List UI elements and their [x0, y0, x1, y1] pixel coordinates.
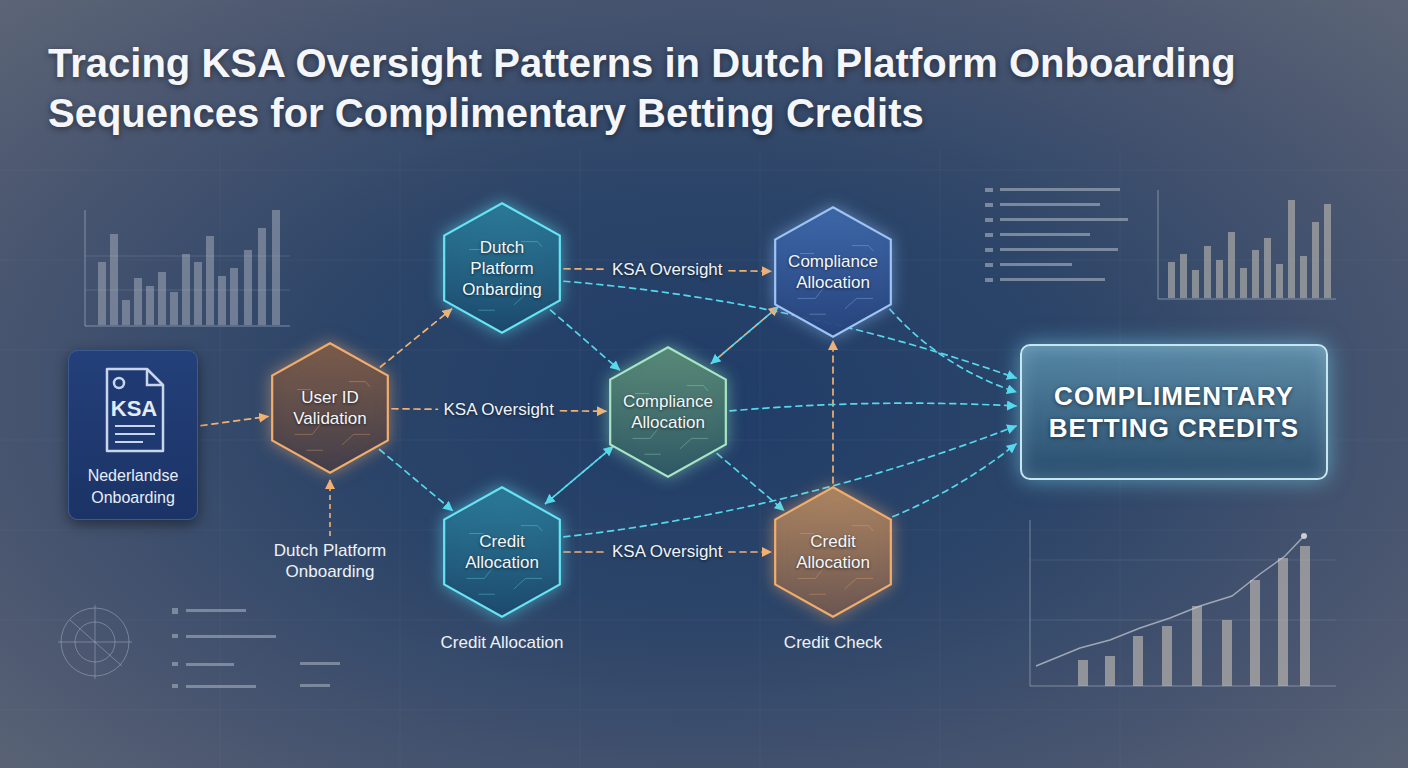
hexagon-step: Credit AllocationCredit Check [774, 486, 892, 618]
connector-line [546, 447, 613, 504]
connector-line [711, 307, 778, 364]
connector-line [890, 309, 1016, 392]
connector-line [392, 408, 438, 410]
flow-connector [711, 307, 778, 364]
flow-connector [730, 403, 1016, 411]
hexagon-step: User ID Validation [271, 342, 389, 474]
flow-connector [546, 447, 613, 504]
step-name: Credit Allocation [784, 486, 882, 618]
connector-label: KSA Oversight [444, 400, 555, 420]
flow-connector [890, 309, 1016, 392]
hexagon-outline [271, 342, 389, 474]
hexagon-step: Dutch Platform Onbarding [443, 202, 561, 334]
hexagon-outline [774, 486, 892, 618]
document-line [115, 425, 155, 427]
hexagon-step: Compliance Allocation [609, 346, 727, 478]
connector-line [564, 551, 606, 553]
flow-connector [717, 454, 784, 511]
flow-connector [546, 447, 613, 504]
flow-connector [380, 449, 453, 510]
result-name: COMPLIMENTARY BETTING CREDITS [1022, 380, 1326, 444]
hexagon-shape [272, 343, 388, 472]
connector-line [730, 403, 1016, 411]
hexagon-step: Credit AllocationCredit Allocation [443, 486, 561, 618]
step-name: Dutch Platform Onbarding [453, 202, 551, 334]
connector-line [380, 309, 451, 367]
hexagon-shape [610, 347, 726, 476]
connector-line [546, 447, 613, 504]
step-caption: Credit Allocation [413, 632, 591, 653]
connector-line [201, 416, 268, 425]
diagram-title: Tracing KSA Oversight Patterns in Dutch … [48, 38, 1313, 138]
connector-line [717, 454, 784, 511]
document-mark: KSA [101, 397, 167, 421]
hexagon-step: Compliance Allocation [774, 206, 892, 338]
hexagon-shape [775, 207, 891, 336]
annotation-label: Dutch Platform Onboarding [250, 540, 410, 582]
source-name: Nederlandse Onboarding [71, 465, 195, 509]
step-name: Credit Allocation [453, 486, 551, 618]
connector-line [380, 449, 453, 510]
flow-connector [711, 307, 778, 364]
step-caption: Credit Check [744, 632, 922, 653]
document-dot [114, 378, 124, 388]
document-line [115, 441, 143, 443]
connector-line [832, 341, 834, 483]
hexagon-outline [443, 486, 561, 618]
connector-line [564, 268, 606, 270]
flow-connector [833, 341, 834, 483]
hexagon-outline [774, 206, 892, 338]
hexagon-shape [444, 487, 560, 616]
connector-line [560, 410, 606, 412]
source-card: KSA Nederlandse Onboarding [68, 350, 198, 520]
step-name: User ID Validation [281, 342, 379, 474]
connector-line [551, 310, 620, 370]
document-line [115, 433, 155, 435]
step-name: Compliance Allocation [784, 206, 882, 338]
result-box: COMPLIMENTARY BETTING CREDITS [1020, 344, 1328, 480]
flow-connector [380, 309, 451, 367]
hexagon-outline [609, 346, 727, 478]
step-name: Compliance Allocation [619, 346, 717, 478]
connector-line [729, 551, 771, 553]
connector-line [893, 444, 1016, 517]
flow-connector [551, 310, 620, 370]
connector-line [711, 307, 778, 364]
connector-label: KSA Oversight [612, 542, 723, 562]
hexagon-shape [775, 487, 891, 616]
connector-line [729, 270, 771, 272]
connector-label: KSA Oversight [612, 260, 723, 280]
document-fold [147, 369, 163, 385]
flow-connector [893, 444, 1016, 517]
flow-connector [201, 416, 268, 425]
